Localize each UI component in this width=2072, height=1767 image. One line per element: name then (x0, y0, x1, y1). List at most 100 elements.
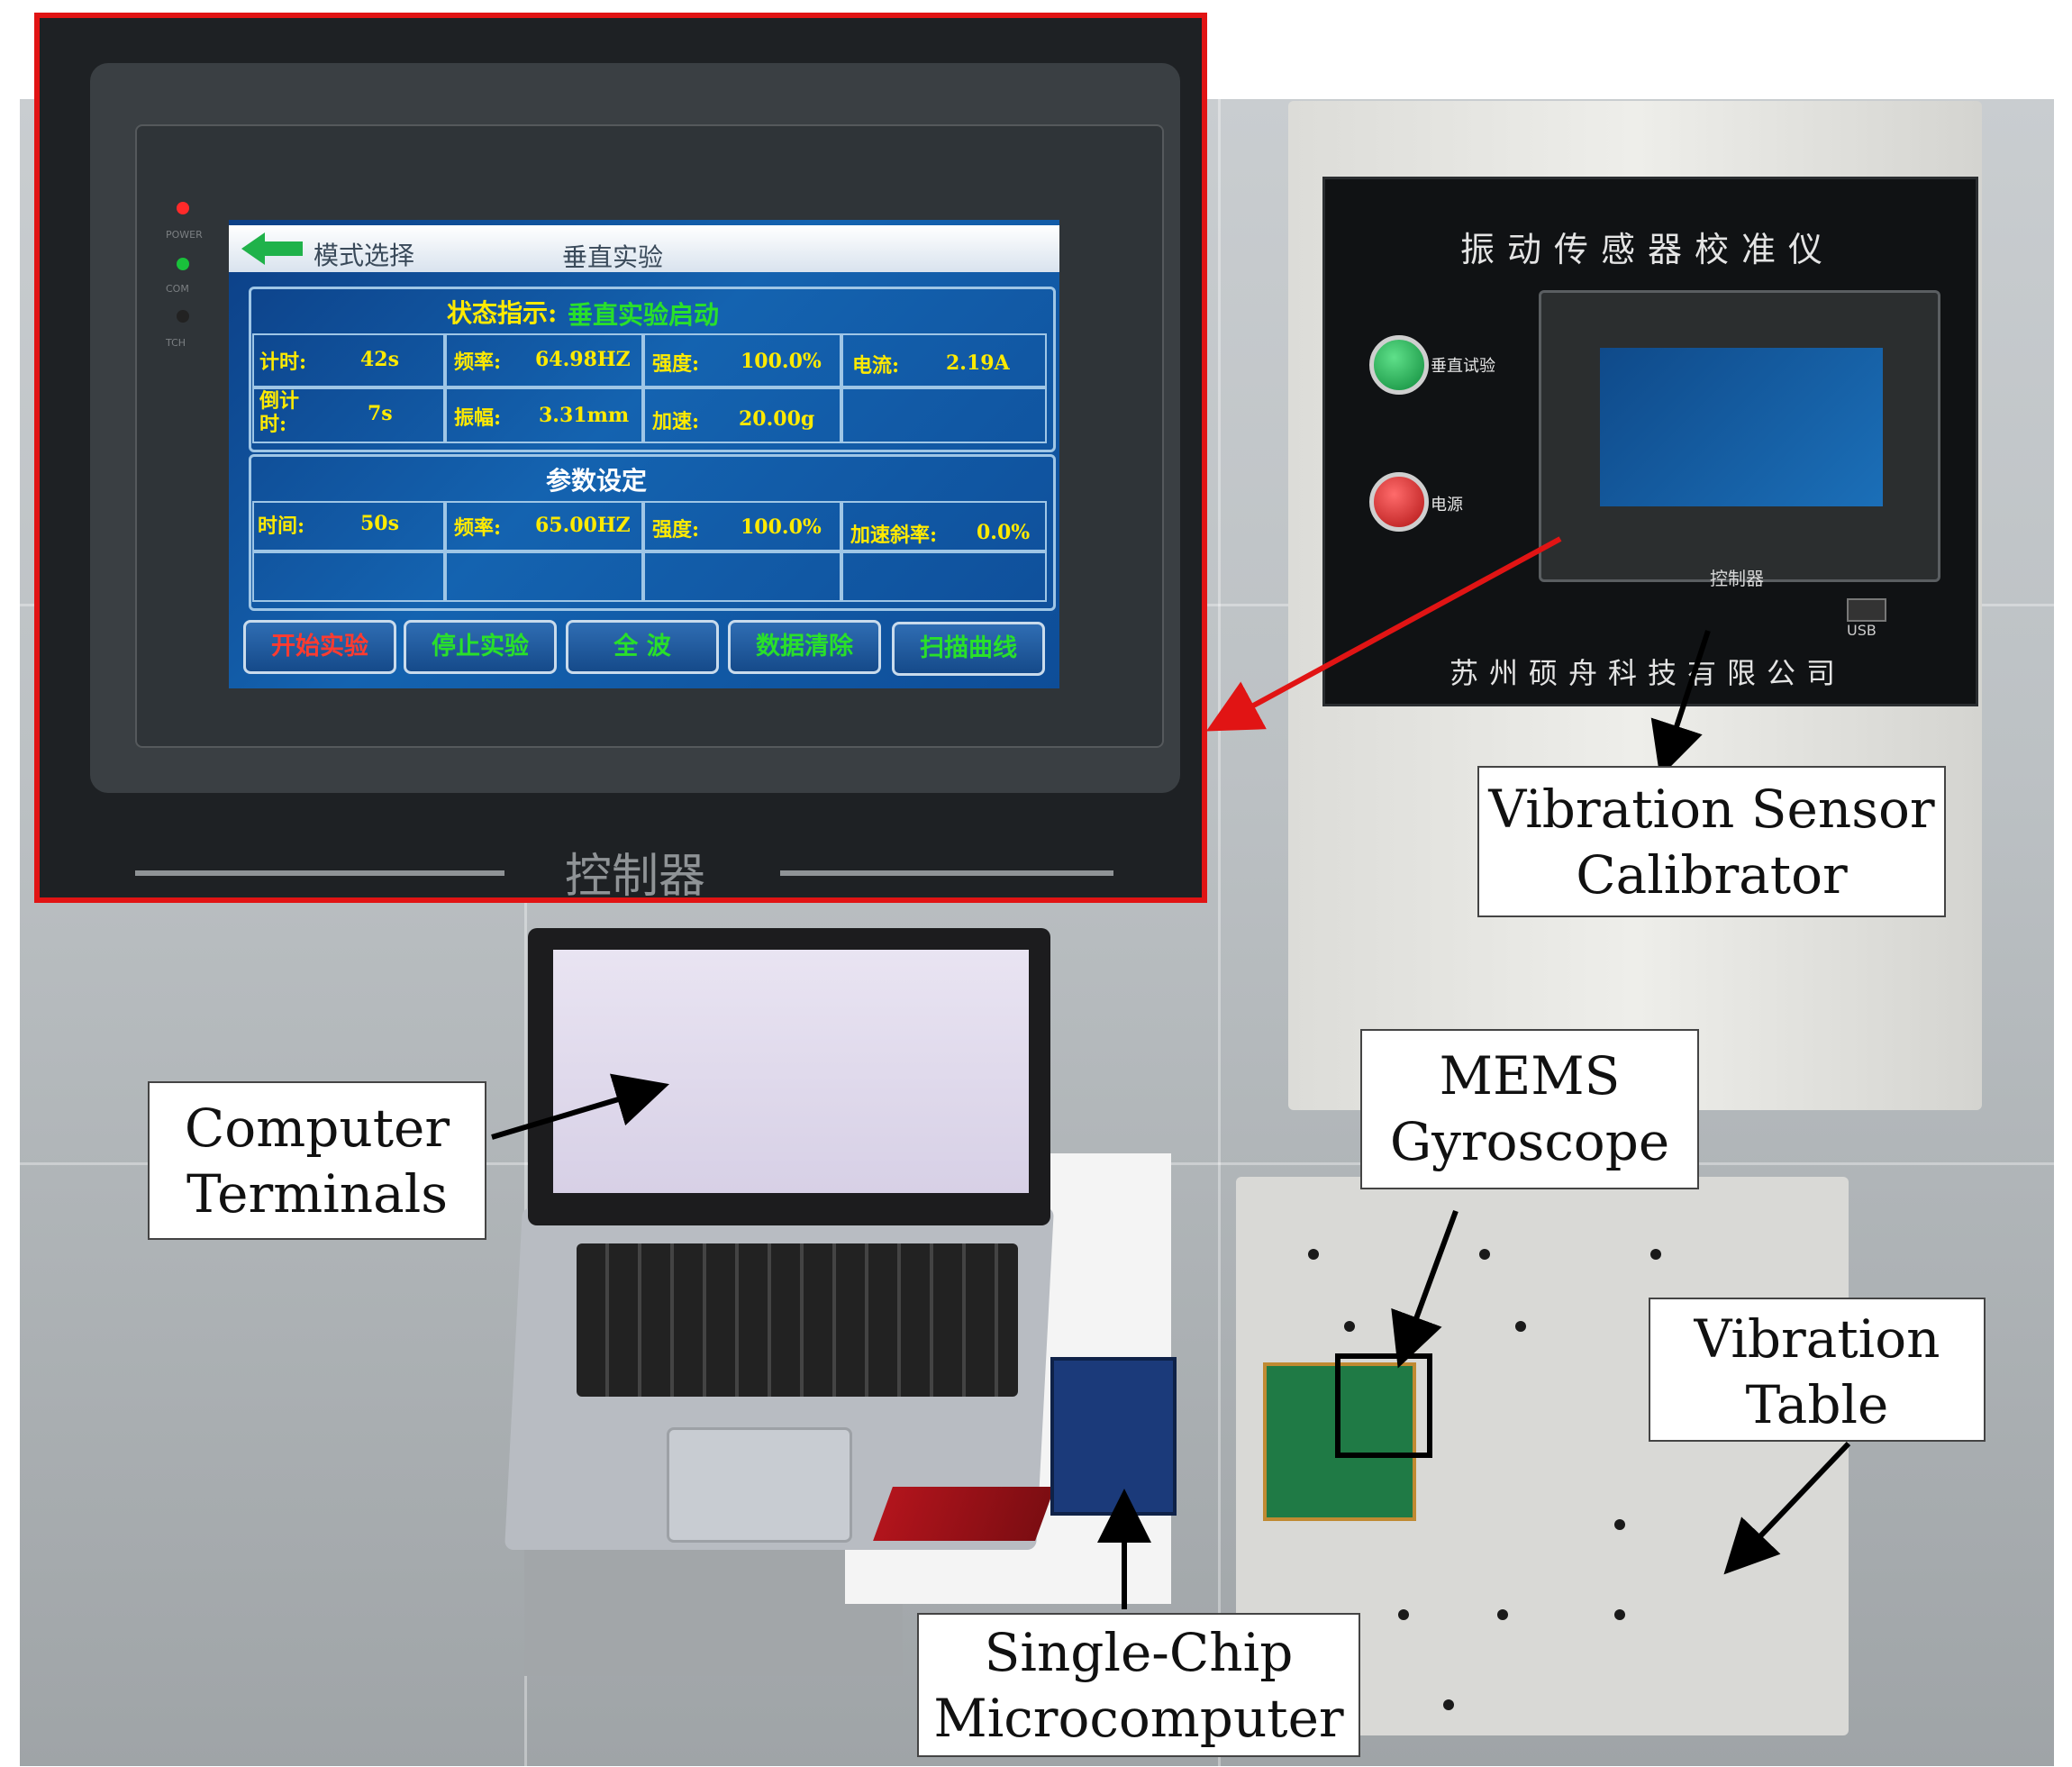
amplitude-label: 振幅: (454, 406, 502, 430)
timer-label: 计时: (259, 351, 307, 374)
inset-divider-right (780, 870, 1113, 876)
callout-computer-line2: Terminals (186, 1162, 449, 1225)
frequency-setting-label: 频率: (454, 516, 502, 540)
stop-experiment-button[interactable]: 停止实验 (404, 620, 557, 674)
mount-hole (1308, 1249, 1319, 1260)
usb-label: USB (1847, 622, 1877, 639)
current-value: 2.19A (946, 351, 1010, 375)
timer-value: 42s (360, 348, 400, 371)
vertical-test-label: 垂直试验 (1431, 357, 1495, 376)
com-led (177, 258, 189, 270)
frequency-label: 频率: (454, 351, 502, 374)
callout-table: Vibration Table (1649, 1298, 1986, 1442)
callout-mcu-line1: Single-Chip (984, 1622, 1294, 1683)
gyroscope-highlight-box (1335, 1353, 1432, 1458)
calibrator-title: 振动传感器校准仪 (1459, 230, 1835, 269)
controller-touchscreen[interactable] (1600, 348, 1883, 506)
acceleration-label: 加速: (652, 410, 700, 433)
mount-hole (1344, 1321, 1355, 1332)
status-cell (445, 387, 643, 443)
frequency-setting-cell[interactable] (445, 501, 643, 551)
frequency-value: 64.98HZ (535, 348, 631, 371)
usb-port (1847, 598, 1886, 622)
power-led-label: POWER (166, 229, 203, 241)
callout-computer-line1: Computer (184, 1098, 450, 1159)
mode-select-link[interactable]: 模式选择 (314, 241, 415, 270)
time-setting-value: 50s (360, 512, 400, 535)
callout-calibrator: Vibration Sensor Calibrator (1477, 766, 1946, 917)
frequency-setting-value: 65.00HZ (535, 514, 631, 537)
time-setting-label: 时间: (258, 515, 305, 538)
laptop-keyboard[interactable] (577, 1243, 1018, 1397)
inset-divider-left (135, 870, 504, 876)
slope-setting-value: 0.0% (977, 521, 1031, 544)
com-led-label: COM (166, 283, 189, 295)
tch-led-label: TCH (166, 337, 186, 349)
intensity-setting-label: 强度: (652, 518, 700, 542)
calibrator-arrow (1650, 630, 1711, 778)
status-cell (252, 387, 445, 443)
amplitude-value: 3.31mm (539, 404, 630, 427)
parameters-title: 参数设定 (546, 466, 648, 496)
time-setting-cell[interactable] (252, 501, 445, 551)
empty-cell (445, 551, 643, 602)
callout-table-line2: Table (1745, 1373, 1889, 1435)
laptop-stand (524, 1550, 903, 1676)
hmi-page-title: 垂直实验 (562, 242, 664, 272)
vertical-test-button[interactable] (1369, 335, 1429, 395)
acceleration-value: 20.00g (739, 407, 815, 431)
tch-led (177, 310, 189, 323)
status-cell (643, 387, 841, 443)
hmi-topbar (229, 225, 1059, 272)
mount-hole (1497, 1609, 1508, 1620)
status-cell (643, 333, 841, 387)
slope-setting-cell[interactable] (841, 501, 1047, 551)
mount-hole (1398, 1609, 1409, 1620)
status-cell (841, 333, 1047, 387)
gyroscope-arrow (1391, 1209, 1459, 1369)
power-button[interactable] (1369, 472, 1429, 532)
callout-gyroscope: MEMS Gyroscope (1360, 1029, 1699, 1189)
laptop-display[interactable] (553, 950, 1029, 1193)
inset-pointer-arrow (1205, 536, 1562, 732)
controller-label: 控制器 (1710, 568, 1764, 589)
status-label: 状态指示: (447, 298, 558, 328)
countdown-label: 倒计时: (259, 389, 300, 436)
mount-hole (1614, 1609, 1625, 1620)
status-value: 垂直实验启动 (568, 300, 720, 330)
inset-controller-label: 控制器 (564, 850, 705, 904)
mount-hole (1515, 1321, 1526, 1332)
back-arrow-icon[interactable] (241, 232, 265, 265)
callout-calibrator-line1: Vibration Sensor (1488, 779, 1935, 840)
callout-computer: Computer Terminals (148, 1081, 486, 1240)
scan-curve-button[interactable]: 扫描曲线 (892, 622, 1045, 676)
slope-setting-label: 加速斜率: (850, 524, 938, 547)
laptop-touchpad[interactable] (667, 1427, 852, 1543)
power-led (177, 202, 189, 214)
intensity-label: 强度: (652, 352, 700, 376)
status-cell (841, 387, 1047, 443)
full-wave-button[interactable]: 全 波 (566, 620, 719, 674)
power-label: 电源 (1431, 496, 1463, 515)
countdown-value: 7s (368, 402, 393, 425)
callout-table-line1: Vibration (1694, 1308, 1940, 1370)
clear-data-button[interactable]: 数据清除 (728, 620, 881, 674)
back-arrow-tail[interactable] (263, 241, 303, 256)
mount-hole (1614, 1519, 1625, 1530)
mount-hole (1650, 1249, 1661, 1260)
status-panel (249, 287, 1056, 452)
start-experiment-button[interactable]: 开始实验 (243, 620, 396, 674)
intensity-setting-cell[interactable] (643, 501, 841, 551)
mount-hole (1443, 1699, 1454, 1710)
callout-gyroscope-line1: MEMS (1439, 1045, 1621, 1107)
mount-hole (1479, 1249, 1490, 1260)
table-arrow (1723, 1441, 1851, 1575)
parameters-panel (249, 454, 1056, 611)
status-cell (445, 333, 643, 387)
callout-mcu: Single-Chip Microcomputer (917, 1613, 1360, 1757)
intensity-value: 100.0% (741, 350, 822, 373)
callout-mcu-line2: Microcomputer (933, 1687, 1344, 1749)
computer-arrow (491, 1073, 669, 1140)
company-name: 苏州硕舟科技有限公司 (1449, 656, 1846, 690)
